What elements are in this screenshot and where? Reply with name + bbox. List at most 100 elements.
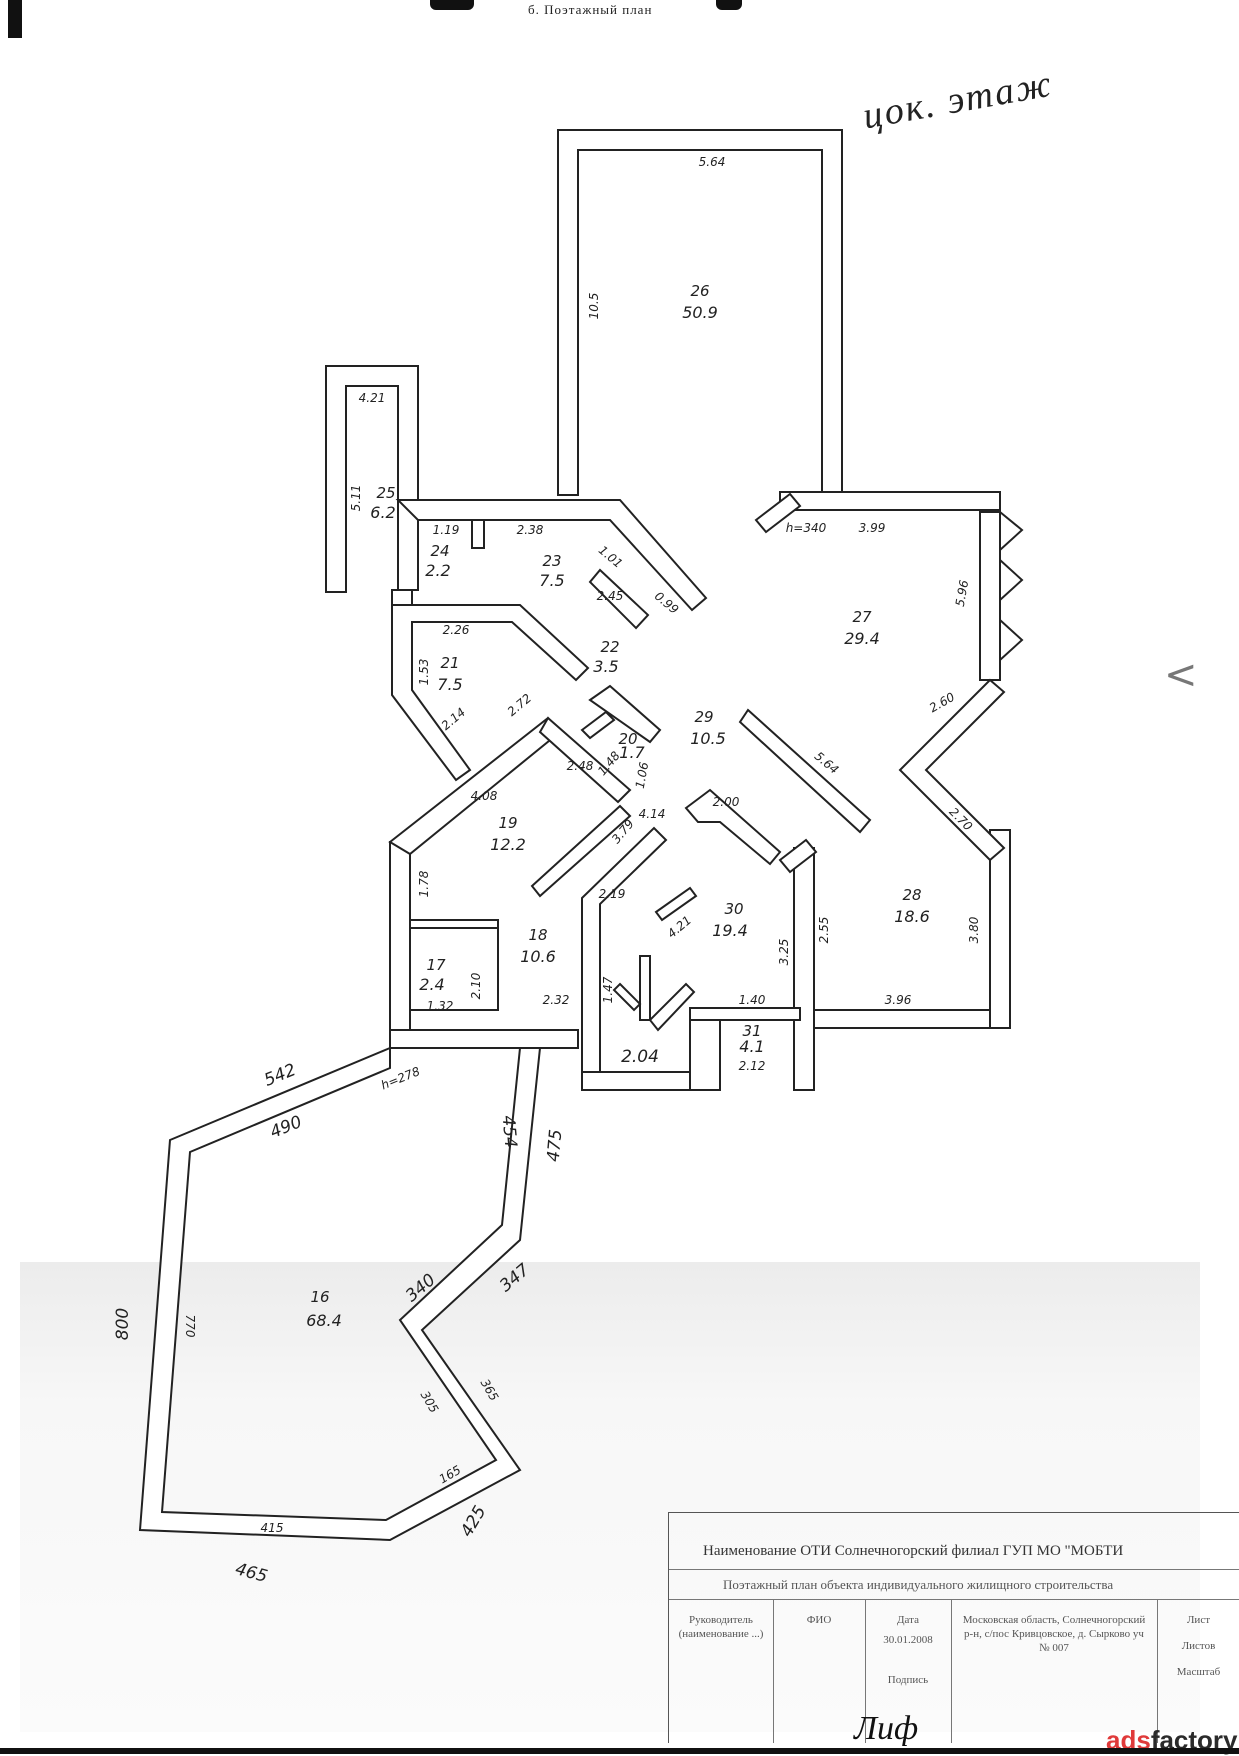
dimension-label: 3.80 bbox=[967, 916, 981, 943]
title-block-subtitle: Поэтажный план объекта индивидуального ж… bbox=[723, 1577, 1114, 1592]
title-block-divider bbox=[1157, 1599, 1158, 1743]
room-number: 31 bbox=[742, 1022, 761, 1040]
dimension-label: 542 bbox=[261, 1060, 299, 1091]
side-arrow-mark: < bbox=[1164, 652, 1198, 698]
dimension-label: 2.60 bbox=[927, 690, 957, 716]
dimension-label: 1.32 bbox=[427, 999, 454, 1013]
dimension-label: 4.21 bbox=[359, 391, 386, 405]
wall-room-19-west bbox=[389, 841, 411, 1031]
dimension-label: h=340 bbox=[786, 521, 827, 535]
wall-room-17-top bbox=[409, 919, 499, 929]
wall-bay-1 bbox=[999, 509, 1024, 553]
dimension-label: 415 bbox=[261, 1521, 284, 1535]
dimension-label: 1.53 bbox=[417, 659, 431, 686]
scan-shading-band bbox=[20, 1262, 1200, 1732]
title-block-divider bbox=[951, 1599, 952, 1743]
room-number: 26 bbox=[690, 282, 709, 300]
wall-bay-3 bbox=[999, 617, 1024, 663]
title-block-address: Московская область, Солнечногорский р-н,… bbox=[962, 1614, 1146, 1654]
wall-room-26 bbox=[557, 129, 843, 496]
room-area: 29.4 bbox=[844, 629, 880, 648]
room-number: 25 bbox=[376, 484, 395, 502]
wall-room-21 bbox=[391, 604, 590, 782]
wall-room-28-south bbox=[813, 1009, 1011, 1029]
room-area: 18.6 bbox=[894, 907, 930, 926]
room-number: 18 bbox=[528, 926, 547, 944]
room-area: 4.1 bbox=[739, 1037, 764, 1056]
room-area: 7.5 bbox=[539, 571, 564, 590]
dimension-label: 465 bbox=[233, 1559, 270, 1587]
room-area: 1.7 bbox=[619, 743, 645, 762]
wall-partition-24 bbox=[471, 519, 485, 549]
wall-room-30-inner-v bbox=[639, 955, 651, 1021]
dimension-label: 1.78 bbox=[417, 870, 431, 897]
room-number: 21 bbox=[440, 654, 459, 672]
wall-room-27-east bbox=[979, 511, 1001, 681]
room-area: 2.2 bbox=[425, 561, 450, 580]
dimension-label: 3.99 bbox=[859, 521, 886, 535]
dimension-label: 305 bbox=[418, 1389, 442, 1416]
room-area: 6.2 bbox=[370, 503, 395, 522]
wall-room-19-inner bbox=[530, 804, 632, 898]
wall-room-18-south bbox=[389, 1029, 579, 1049]
dimension-label: 2.19 bbox=[599, 887, 626, 901]
wall-room-23 bbox=[395, 499, 708, 612]
room-number: 22 bbox=[600, 638, 619, 656]
wall-room-27-nw bbox=[754, 492, 802, 534]
wall-room-30-south bbox=[581, 1071, 691, 1091]
dimension-label: 2.72 bbox=[505, 691, 534, 719]
title-block-date-label: Дата bbox=[897, 1614, 919, 1626]
title-block-sign-label: Подпись bbox=[887, 1674, 929, 1686]
wall-room-30-inner-d bbox=[648, 982, 696, 1032]
title-block-date: 30.01.2008 bbox=[883, 1634, 933, 1646]
scan-bottom-edge bbox=[0, 1748, 1239, 1754]
wall-room-30-inner-d2 bbox=[612, 982, 642, 1012]
wall-room-16 bbox=[138, 1046, 542, 1542]
dimension-label: 5.64 bbox=[699, 155, 726, 169]
dimension-label: 2.12 bbox=[739, 1059, 766, 1073]
room-area: 19.4 bbox=[712, 921, 748, 940]
title-block-sheets: Листов bbox=[1181, 1640, 1216, 1652]
dimension-label: 2.00 bbox=[713, 795, 740, 809]
dimension-label: 3.25 bbox=[777, 939, 791, 966]
wall-room-30-east bbox=[793, 847, 815, 1091]
dimension-label: 1.19 bbox=[433, 523, 460, 537]
dimension-label: 5.11 bbox=[349, 485, 363, 512]
room-area: 3.5 bbox=[593, 657, 618, 676]
room-area: 10.5 bbox=[690, 729, 726, 748]
wall-room-22 bbox=[588, 568, 650, 630]
dimension-label: 347 bbox=[496, 1260, 534, 1296]
scan-edge-mark bbox=[8, 0, 22, 38]
room-number: 28 bbox=[902, 886, 921, 904]
title-block-sheet: Лист bbox=[1186, 1614, 1211, 1626]
dimension-label: 4.21 bbox=[665, 913, 694, 941]
dimension-label: 365 bbox=[478, 1377, 502, 1404]
wall-room-28-east bbox=[989, 829, 1011, 1029]
wall-room-30-ne bbox=[778, 838, 818, 874]
dimension-label: 2.38 bbox=[517, 523, 544, 537]
room-number: 30 bbox=[724, 900, 743, 918]
signature: Лиф bbox=[854, 1710, 919, 1747]
room-number: 16 bbox=[310, 1288, 329, 1306]
wall-west bbox=[391, 589, 413, 606]
room-area: 2.4 bbox=[419, 975, 444, 994]
wall-room-25 bbox=[325, 365, 419, 593]
dimension-label: 2.48 bbox=[567, 759, 594, 773]
scan-ink-blot bbox=[430, 0, 474, 10]
wall-room-31-top bbox=[689, 1007, 801, 1021]
room-number: 27 bbox=[852, 608, 872, 626]
room-number: 20 bbox=[618, 730, 637, 748]
dimension-label: 10.5 bbox=[587, 293, 601, 320]
wall-room-29-a bbox=[738, 708, 872, 834]
dimension-label: 2.26 bbox=[443, 623, 470, 637]
wall-room-29-b bbox=[684, 788, 782, 866]
dimension-label: 2.55 bbox=[817, 917, 831, 944]
wall-room-19-nw bbox=[388, 716, 562, 856]
wall-bay-2 bbox=[999, 557, 1024, 603]
title-block-divider bbox=[773, 1599, 774, 1743]
dimension-label: 1.47 bbox=[601, 976, 615, 1003]
room-number: 23 bbox=[542, 552, 561, 570]
room-number: 17 bbox=[426, 956, 446, 974]
room-area: 12.2 bbox=[490, 835, 526, 854]
